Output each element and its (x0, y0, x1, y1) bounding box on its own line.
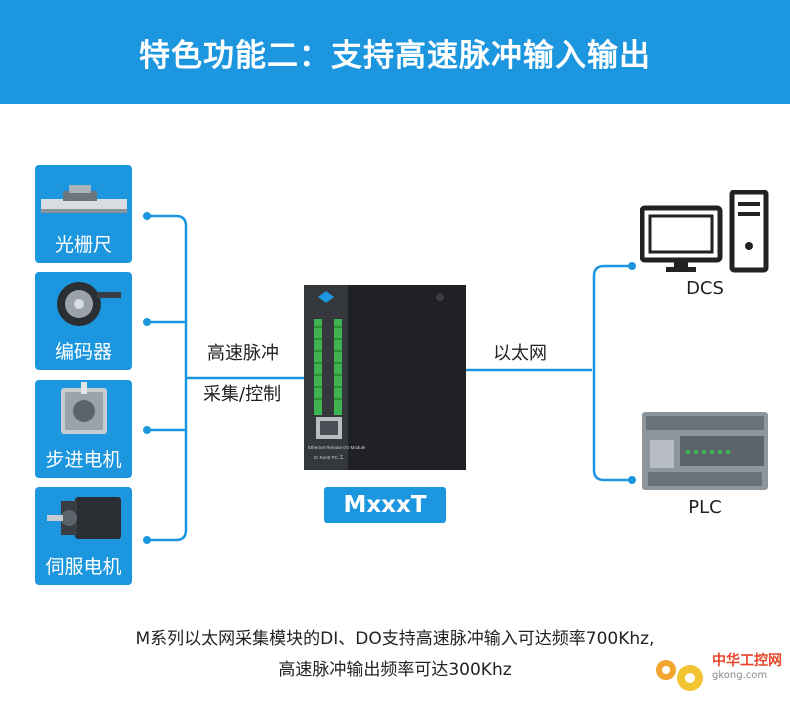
left-link-label-2: 采集/控制 (203, 384, 282, 405)
input-label: 步进电机 (45, 449, 122, 471)
grating-ruler-icon (41, 185, 127, 213)
device-panel-text: Ethernet Remote I/O Module (308, 445, 366, 450)
io-module-device: Ethernet Remote I/O Module IC Kontr PC 工 (304, 285, 466, 470)
input-label: 伺服电机 (45, 556, 122, 578)
header-banner: 特色功能二：支持高速脉冲输入输出 (0, 0, 790, 104)
plc-label: PLC (688, 497, 722, 518)
watermark-brand: 中华工控网 (712, 653, 782, 669)
description-line-1: M系列以太网采集模块的DI、DO支持高速脉冲输入可达频率700Khz, (135, 629, 655, 649)
input-tile-servo-motor: 伺服电机 (35, 487, 132, 585)
device-panel-logo: IC Kontr PC 工 (314, 455, 344, 460)
right-link-label: 以太网 (493, 343, 547, 364)
left-link-label-1: 高速脉冲 (207, 343, 279, 364)
servo-motor-icon (47, 497, 121, 539)
device-logo-icon (318, 291, 334, 303)
description: M系列以太网采集模块的DI、DO支持高速脉冲输入可达频率700Khz, 高速脉冲… (0, 624, 790, 686)
input-tile-stepper-motor: 步进电机 (35, 380, 132, 478)
input-tile-encoder: 编码器 (35, 272, 132, 370)
input-tile-grating-ruler: 光栅尺 (35, 165, 132, 263)
description-line-2: 高速脉冲输出频率可达300Khz (278, 660, 512, 680)
device-model-badge: MxxxT (324, 487, 446, 523)
dcs-label: DCS (686, 278, 724, 299)
plc-icon (642, 412, 768, 490)
watermark-url: gkong.com (712, 670, 768, 681)
page-title: 特色功能二：支持高速脉冲输入输出 (139, 37, 651, 74)
encoder-icon (57, 282, 121, 326)
input-label: 光栅尺 (54, 234, 112, 256)
stepper-motor-icon (61, 382, 107, 434)
dcs-computer-icon (640, 190, 769, 273)
gear-logo-icon (656, 660, 703, 691)
input-label: 编码器 (54, 341, 112, 363)
